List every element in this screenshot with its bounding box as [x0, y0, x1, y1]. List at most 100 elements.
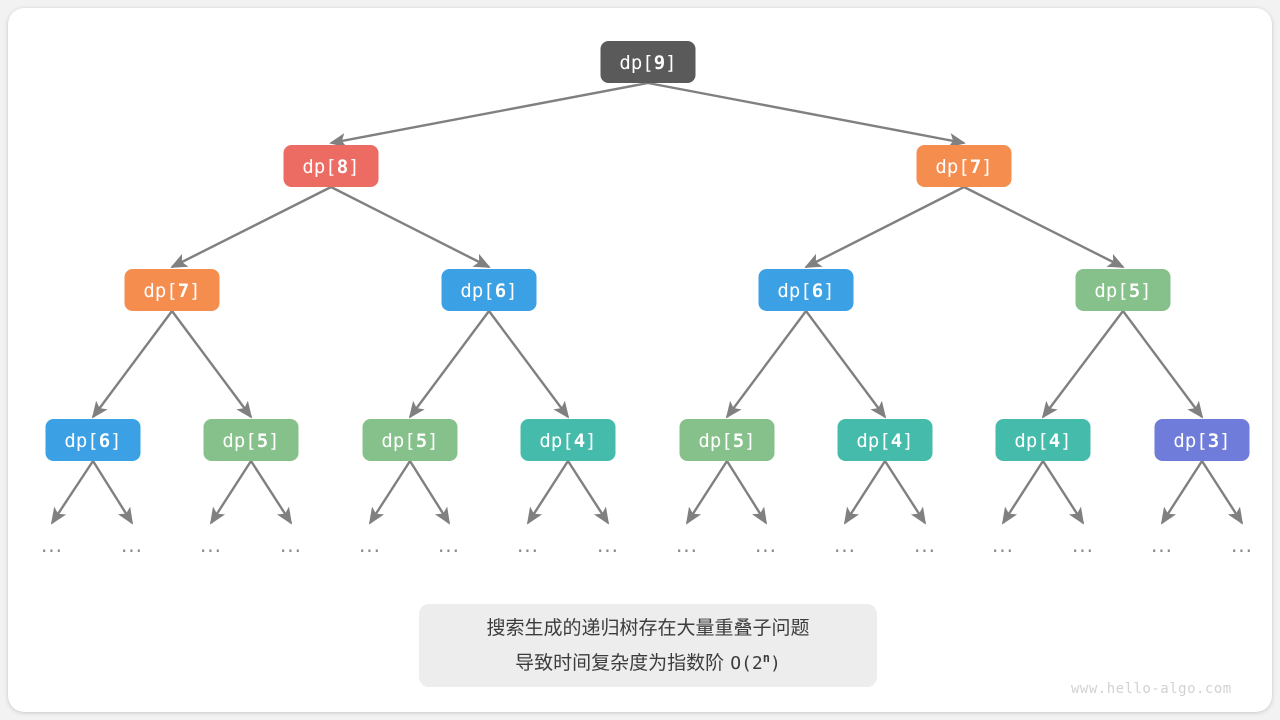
node-label: dp[3] — [1173, 430, 1230, 452]
recursion-tree-svg: dp[9] dp[8] dp[7] dp[7] dp[6] dp[6] dp[5] dp[6]… — [41, 41, 1253, 557]
node-background — [362, 419, 458, 461]
tree-edge — [804, 185, 965, 269]
complexity-expression: O(2n) — [730, 650, 781, 674]
tree-node-dp5[interactable]: dp[5] — [679, 419, 775, 461]
node-label: dp[7] — [143, 280, 200, 302]
tree-edge-to-ellipsis — [566, 460, 610, 525]
node-background — [283, 145, 379, 187]
node-background — [995, 419, 1091, 461]
diagram-card: dp[9] dp[8] dp[7] dp[7] dp[6] dp[6] dp[5] dp[6]… — [8, 8, 1272, 712]
tree-edge-to-ellipsis — [526, 460, 570, 525]
caption-line-2-text: 导致时间复杂度为指数阶 — [515, 651, 725, 674]
tree-edge — [805, 310, 887, 419]
ellipsis-marker: ... — [200, 533, 222, 557]
tree-edge-to-ellipsis — [685, 460, 729, 525]
ellipsis-marker: ... — [121, 533, 143, 557]
tree-node-dp6[interactable]: dp[6] — [45, 419, 141, 461]
tree-node-dp7[interactable]: dp[7] — [124, 269, 220, 311]
tree-edge — [330, 185, 491, 269]
tree-node-dp9[interactable]: dp[9] — [600, 41, 696, 83]
tree-edge — [329, 81, 649, 148]
node-label: dp[4] — [539, 430, 596, 452]
tree-edge-to-ellipsis — [883, 460, 927, 525]
node-label: dp[4] — [1014, 430, 1071, 452]
tree-edge-to-ellipsis — [249, 460, 293, 525]
nodes-layer: dp[9] dp[8] dp[7] dp[7] dp[6] dp[6] dp[5] dp[6]… — [45, 41, 1250, 461]
ellipsis-marker: ... — [755, 533, 777, 557]
node-background — [441, 269, 537, 311]
node-label: dp[5] — [222, 430, 279, 452]
ellipsis-marker: ... — [438, 533, 460, 557]
edges-layer — [91, 81, 1204, 419]
watermark: www.hello-algo.com — [1071, 681, 1232, 697]
tree-edge-to-ellipsis — [1041, 460, 1085, 525]
ellipsis-marker: ... — [1231, 533, 1253, 557]
node-label: dp[4] — [856, 430, 913, 452]
node-background — [1154, 419, 1250, 461]
tree-edge-to-ellipsis — [50, 460, 95, 525]
tree-edge — [1041, 310, 1124, 419]
complexity-exponent: n — [762, 650, 770, 665]
ellipsis-marker: ... — [280, 533, 302, 557]
ellipsis-marker: ... — [359, 533, 381, 557]
node-label: dp[6] — [460, 280, 517, 302]
caption-line-1: 搜索生成的递归树存在大量重叠子问题 — [486, 616, 810, 639]
tree-edge — [91, 310, 173, 419]
ellipsis-edges-layer — [50, 460, 1244, 525]
tree-node-dp5[interactable]: dp[5] — [362, 419, 458, 461]
complexity-close: ) — [769, 652, 781, 674]
tree-node-dp6[interactable]: dp[6] — [758, 269, 854, 311]
tree-edge-to-ellipsis — [209, 460, 253, 525]
tree-edge-to-ellipsis — [91, 460, 134, 525]
tree-edge-to-ellipsis — [408, 460, 451, 525]
tree-node-dp5[interactable]: dp[5] — [1075, 269, 1171, 311]
node-background — [758, 269, 854, 311]
tree-edge — [963, 185, 1125, 269]
tree-edge-to-ellipsis — [368, 460, 412, 525]
tree-node-dp3[interactable]: dp[3] — [1154, 419, 1250, 461]
node-label: dp[5] — [1094, 280, 1151, 302]
node-background — [1075, 269, 1171, 311]
caption-line-2: 导致时间复杂度为指数阶 O(2n) — [515, 643, 781, 679]
node-label: dp[9] — [619, 52, 676, 74]
node-label: dp[5] — [381, 430, 438, 452]
node-label: dp[5] — [698, 430, 755, 452]
ellipsis-marker: ... — [834, 533, 856, 557]
caption-box: 搜索生成的递归树存在大量重叠子问题 导致时间复杂度为指数阶 O(2n) — [419, 604, 877, 687]
tree-edge-to-ellipsis — [1200, 460, 1244, 525]
node-background — [600, 41, 696, 83]
node-background — [45, 419, 141, 461]
ellipsis-marker: ... — [676, 533, 698, 557]
tree-edge-to-ellipsis — [1160, 460, 1204, 525]
ellipsis-marker: ... — [41, 533, 63, 557]
tree-node-dp5[interactable]: dp[5] — [203, 419, 299, 461]
tree-edge — [647, 81, 966, 148]
tree-node-dp8[interactable]: dp[8] — [283, 145, 379, 187]
tree-node-dp7[interactable]: dp[7] — [916, 145, 1012, 187]
tree-edge-to-ellipsis — [1001, 460, 1045, 525]
ellipsis-marker: ... — [1072, 533, 1094, 557]
tree-node-dp4[interactable]: dp[4] — [837, 419, 933, 461]
node-background — [124, 269, 220, 311]
node-label: dp[6] — [64, 430, 121, 452]
tree-node-dp4[interactable]: dp[4] — [520, 419, 616, 461]
tree-edge — [408, 310, 490, 419]
ellipsis-marker: ... — [914, 533, 936, 557]
tree-node-dp4[interactable]: dp[4] — [995, 419, 1091, 461]
node-background — [679, 419, 775, 461]
tree-edge-to-ellipsis — [725, 460, 768, 525]
tree-node-dp6[interactable]: dp[6] — [441, 269, 537, 311]
tree-edge — [725, 310, 807, 419]
node-label: dp[8] — [302, 156, 359, 178]
tree-edge — [170, 185, 332, 269]
tree-edge — [1122, 310, 1204, 419]
node-background — [916, 145, 1012, 187]
node-background — [203, 419, 299, 461]
ellipsis-marker: ... — [517, 533, 539, 557]
ellipsis-marker: ... — [1151, 533, 1173, 557]
complexity-base: O(2 — [730, 652, 763, 674]
node-label: dp[7] — [935, 156, 992, 178]
ellipsis-marker: ... — [992, 533, 1014, 557]
node-background — [837, 419, 933, 461]
